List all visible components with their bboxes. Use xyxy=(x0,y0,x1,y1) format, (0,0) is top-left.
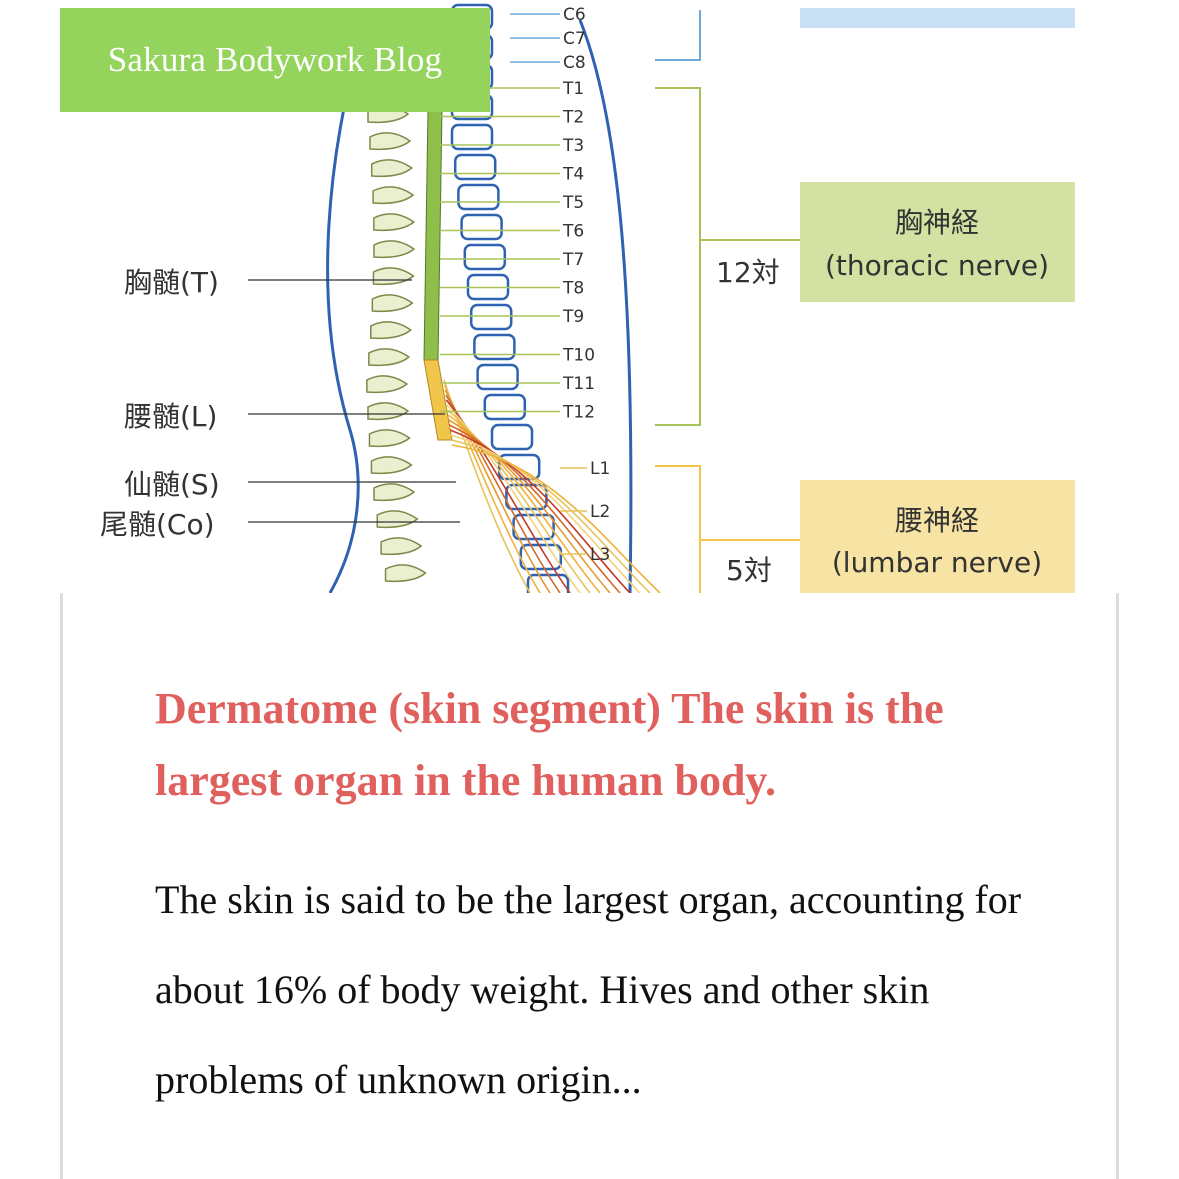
thoracic-nerve-en: (thoracic nerve) xyxy=(825,249,1049,282)
label-c7: C7 xyxy=(563,29,586,49)
thoracic-nerve-box xyxy=(800,182,1075,302)
label-t5: T5 xyxy=(562,193,584,213)
nerve-root xyxy=(448,419,611,593)
spinous-process xyxy=(369,321,412,340)
spinous-process xyxy=(372,267,415,286)
vertebra xyxy=(483,393,527,421)
label-l3: L3 xyxy=(590,545,610,565)
thoracic-pairs: 12対 xyxy=(716,256,780,289)
vertebra xyxy=(463,243,507,271)
spinous-process xyxy=(366,375,409,394)
nerve-root xyxy=(451,444,661,593)
thoracic-nerve-jp: 胸神経 xyxy=(895,206,979,239)
spinous-process xyxy=(373,483,416,502)
vertebra xyxy=(453,153,497,181)
label-coccygeal-cord: 尾髄(Co) xyxy=(100,508,215,541)
vertebra xyxy=(490,423,534,451)
vertebra xyxy=(460,213,503,241)
spinous-process xyxy=(380,537,423,556)
label-t12: T12 xyxy=(562,403,595,423)
label-l1: L1 xyxy=(590,459,610,479)
back-outline xyxy=(326,39,362,593)
label-t6: T6 xyxy=(562,222,584,242)
nerve-root xyxy=(447,414,601,593)
lumbar-nerve-en: (lumbar nerve) xyxy=(832,546,1042,579)
spinous-process xyxy=(371,294,414,313)
post-excerpt: The skin is said to be the largest organ… xyxy=(155,877,1022,1102)
vertebra xyxy=(476,363,519,391)
spinous-process xyxy=(373,240,416,259)
thoracic-bracket xyxy=(655,87,800,426)
blog-name-badge[interactable]: Sakura Bodywork Blog xyxy=(60,8,490,112)
post-title[interactable]: Dermatome (skin segment) The skin is the… xyxy=(155,684,944,805)
label-t3: T3 xyxy=(562,136,584,156)
nerve-root xyxy=(450,434,641,593)
front-outline xyxy=(578,19,633,593)
label-t7: T7 xyxy=(562,250,584,270)
thoracic-cord xyxy=(423,109,443,361)
label-t1: T1 xyxy=(562,79,584,99)
post-card[interactable]: Dermatome (skin segment) The skin is the… xyxy=(60,593,1119,1179)
vertebra xyxy=(450,123,494,151)
nerve-root xyxy=(449,429,631,593)
label-t10: T10 xyxy=(562,346,595,366)
label-c6: C6 xyxy=(563,5,586,25)
nerve-root xyxy=(449,424,621,593)
vertebra xyxy=(473,333,516,361)
blog-name[interactable]: Sakura Bodywork Blog xyxy=(107,40,443,79)
spinous-process xyxy=(373,213,416,232)
label-t2: T2 xyxy=(562,108,584,128)
vertebra xyxy=(469,303,513,331)
spinous-process xyxy=(384,564,427,583)
label-c8: C8 xyxy=(563,53,586,73)
lumbar-nerve-jp: 腰神経 xyxy=(895,504,979,537)
lumbar-bracket xyxy=(655,465,800,593)
spinous-process xyxy=(368,348,411,367)
spinous-processes xyxy=(366,105,427,583)
label-lumbar-cord: 腰髄(L) xyxy=(124,400,217,433)
label-sacral-cord: 仙髄(S) xyxy=(124,468,220,501)
label-t8: T8 xyxy=(562,279,584,299)
lumbar-nerve-box xyxy=(800,480,1075,593)
spinous-process xyxy=(367,402,410,421)
spinous-process xyxy=(368,429,411,448)
spinal-nerve-diagram: T1T2T3T4T5T6T7T8T9T10T11T12C6C7C8L1L2L3 … xyxy=(100,3,1075,593)
lumbar-pairs: 5対 xyxy=(726,554,772,587)
label-thoracic-cord: 胸髄(T) xyxy=(124,266,219,299)
spinous-process xyxy=(372,186,415,205)
nerve-roots xyxy=(443,379,661,593)
cervical-bracket xyxy=(655,10,701,61)
nerve-root xyxy=(447,409,591,593)
cervical-box xyxy=(800,8,1075,28)
spinous-process xyxy=(370,159,413,178)
label-t4: T4 xyxy=(562,165,584,185)
label-t11: T11 xyxy=(562,374,595,394)
spinous-process xyxy=(369,132,412,151)
label-l2: L2 xyxy=(590,502,610,522)
spinous-process xyxy=(370,456,413,475)
vertebra xyxy=(457,183,500,211)
label-t9: T9 xyxy=(562,307,584,327)
nerve-root xyxy=(451,439,651,593)
lumbar-cord xyxy=(423,359,453,441)
spinous-process xyxy=(376,510,419,529)
